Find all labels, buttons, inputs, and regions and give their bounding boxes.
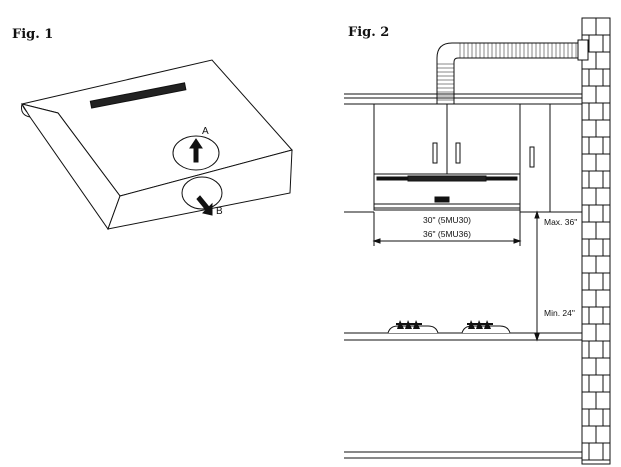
width-30-label: 30" (5MU30) xyxy=(423,215,471,225)
upper-cabinets xyxy=(344,103,582,213)
cabinet-handle-left xyxy=(432,142,438,164)
installed-hood xyxy=(373,173,521,211)
hood-vent-grill xyxy=(95,76,178,100)
knockout-b-outline xyxy=(181,176,223,210)
control-buttons xyxy=(434,196,450,203)
max-height-label: Max. 36" xyxy=(544,217,577,227)
hood-vent-slot xyxy=(89,82,187,109)
width-36-label: 36" (5MU36) xyxy=(423,229,471,239)
burner-flames xyxy=(396,320,493,329)
hood-front-vent xyxy=(407,175,487,182)
fig2-installation xyxy=(344,17,611,465)
width-dimension xyxy=(372,212,522,246)
cabinet-handle-side xyxy=(529,146,535,168)
fig2-title: Fig. 2 xyxy=(348,25,390,40)
floor-lines xyxy=(344,451,582,459)
brick-lines xyxy=(582,18,610,461)
wall-cap xyxy=(577,39,589,61)
cooktop-counter xyxy=(344,325,582,341)
brick-wall xyxy=(581,17,611,465)
hood-front-curve xyxy=(21,103,31,118)
callout-b: B xyxy=(216,206,223,217)
arrow-a-icon xyxy=(189,138,203,163)
height-dimension xyxy=(530,210,544,342)
fig1-title: Fig. 1 xyxy=(12,27,54,42)
ceiling-lines xyxy=(344,93,582,105)
cabinet-handle-right xyxy=(455,142,461,164)
min-height-label: Min. 24" xyxy=(544,308,575,318)
arrow-b-icon xyxy=(196,195,213,216)
fig1-range-hood xyxy=(20,59,293,231)
callout-a: A xyxy=(202,126,209,137)
